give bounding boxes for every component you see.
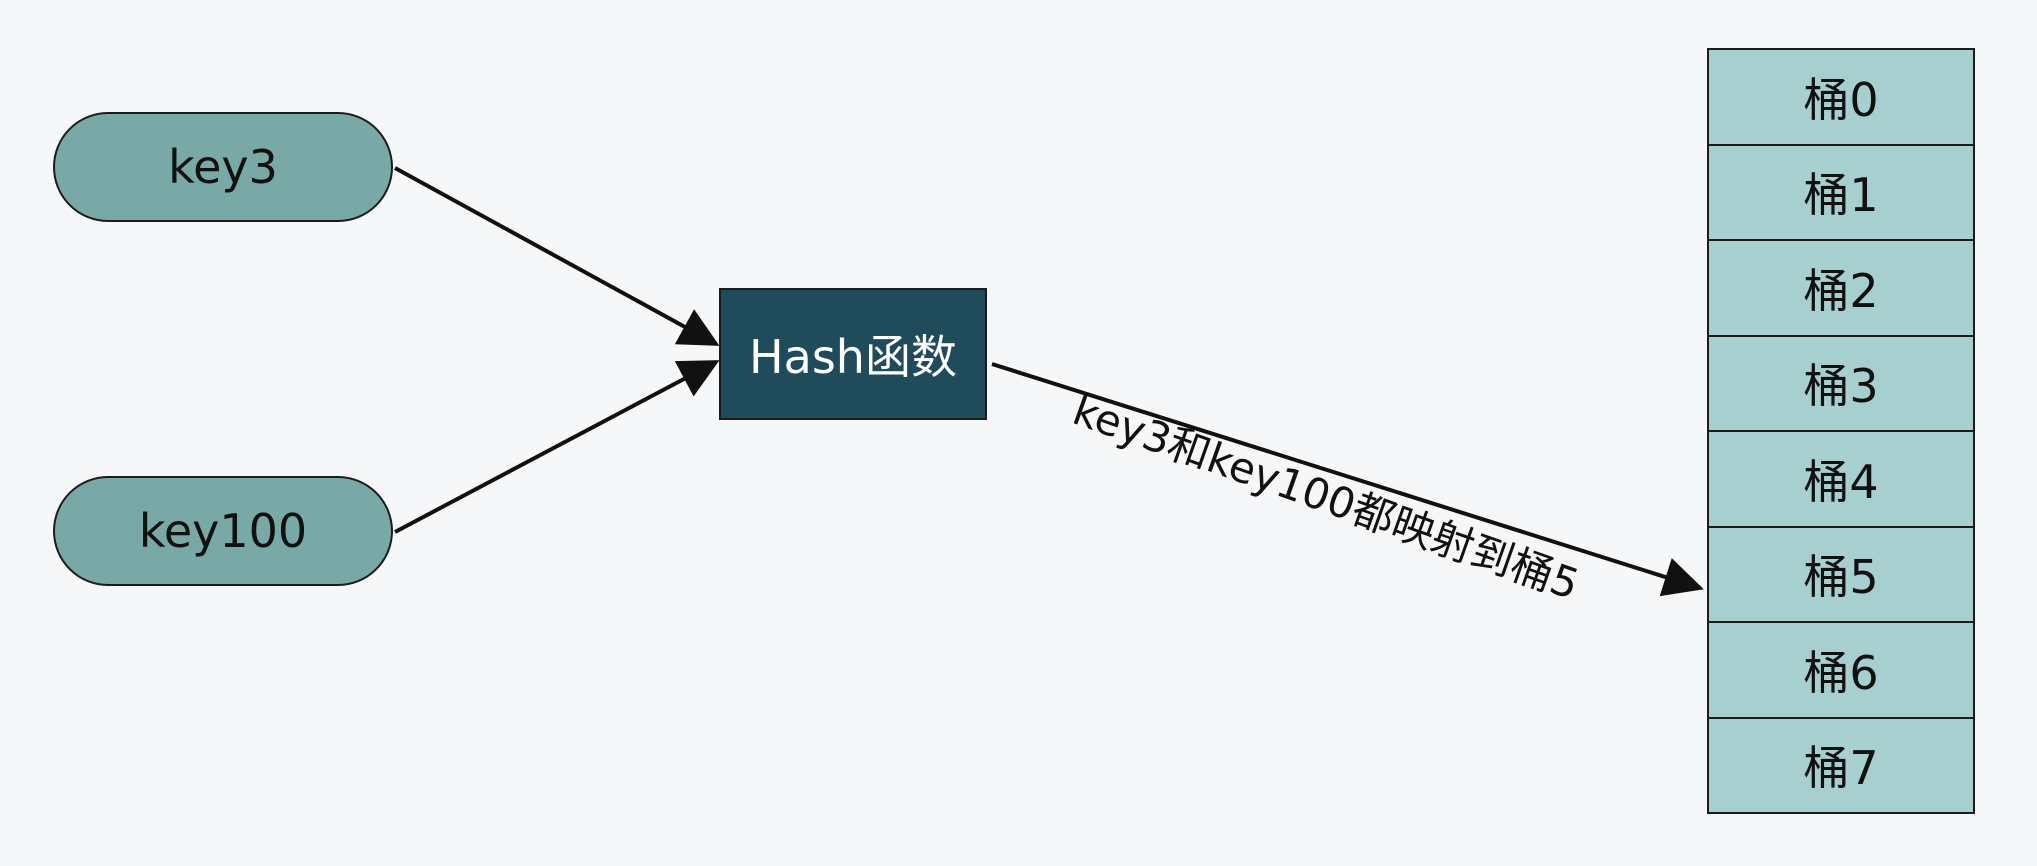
bucket-label: 桶5: [1803, 550, 1879, 605]
bucket-5: 桶5: [1707, 525, 1975, 623]
bucket-3: 桶3: [1707, 334, 1975, 432]
bucket-label: 桶0: [1803, 72, 1879, 127]
hash-function-node: Hash函数: [719, 288, 987, 420]
arrow-key100-to-hash: [394, 360, 720, 534]
mapping-edge-label: key3和key100都映射到桶5: [1066, 385, 1586, 610]
bucket-4: 桶4: [1707, 430, 1975, 528]
bucket-array: 桶0 桶1 桶2 桶3 桶4 桶5 桶6 桶7: [1707, 48, 1975, 814]
key3-node: key3: [53, 112, 393, 222]
key100-node: key100: [53, 476, 393, 586]
bucket-label: 桶3: [1803, 359, 1879, 414]
bucket-0: 桶0: [1707, 48, 1975, 146]
hash-function-label: Hash函数: [749, 330, 957, 384]
bucket-1: 桶1: [1707, 143, 1975, 241]
bucket-label: 桶1: [1803, 168, 1879, 223]
bucket-label: 桶4: [1803, 454, 1879, 509]
bucket-7: 桶7: [1707, 716, 1975, 814]
bucket-2: 桶2: [1707, 239, 1975, 337]
bucket-label: 桶6: [1803, 645, 1879, 700]
arrow-key3-to-hash: [394, 166, 720, 346]
bucket-label: 桶2: [1803, 263, 1879, 318]
key3-label: key3: [168, 140, 278, 194]
key100-label: key100: [138, 504, 308, 558]
bucket-label: 桶7: [1803, 741, 1879, 796]
bucket-6: 桶6: [1707, 621, 1975, 719]
